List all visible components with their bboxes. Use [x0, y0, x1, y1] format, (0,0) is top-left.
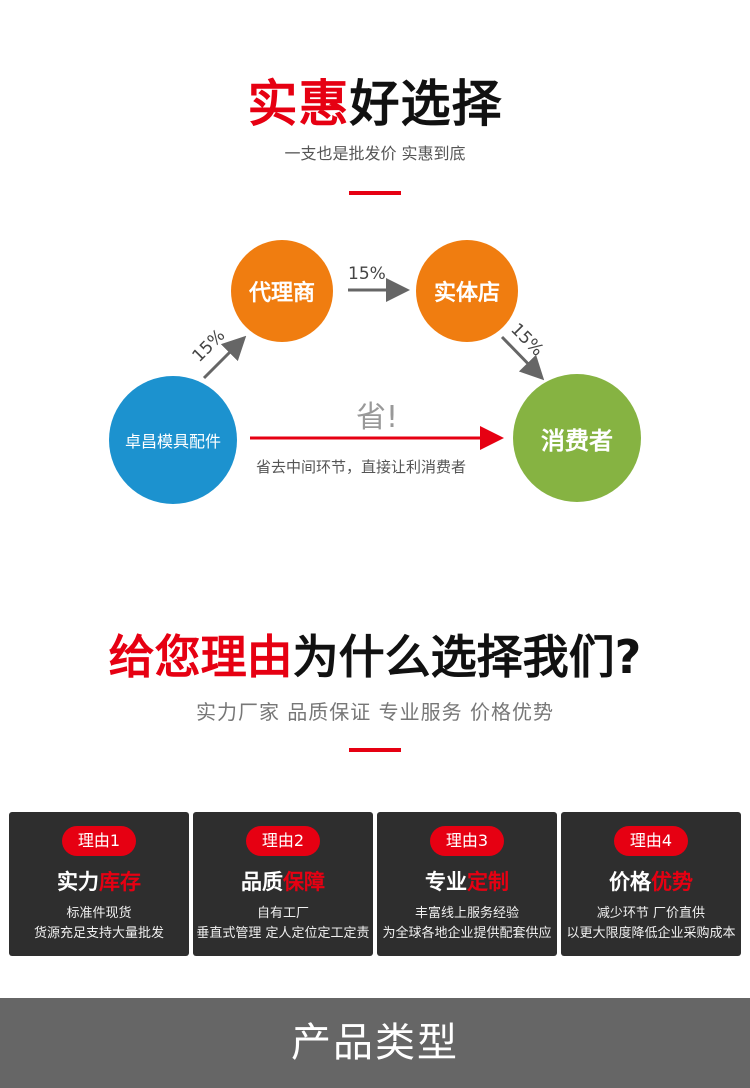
reason-title-white: 价格: [609, 870, 651, 894]
node-consumer: 消费者: [513, 374, 641, 502]
section2-title: 给您理由为什么选择我们?: [0, 626, 750, 688]
node-brand: 卓昌模具配件: [109, 376, 237, 504]
product-type-banner: 产品类型: [0, 998, 750, 1088]
reason-title: 价格优势: [561, 868, 741, 896]
reason-line: 丰富线上服务经验: [414, 906, 519, 921]
arrow-brand-to-agent: [202, 335, 247, 380]
reason-card: 理由1 实力库存 标准件现货 货源充足支持大量批发: [9, 812, 189, 956]
reason-title: 实力库存: [9, 868, 189, 896]
section2-title-black: 为什么选择我们?: [292, 630, 642, 684]
reason-title: 品质保障: [193, 868, 373, 896]
reason-tag: 理由4: [614, 826, 688, 856]
reason-title-red: 定制: [467, 870, 509, 894]
section1-subtitle: 一支也是批发价 实惠到底: [284, 144, 466, 163]
save-label: 省!: [356, 400, 399, 435]
node-agent: 代理商: [231, 240, 333, 342]
reason-line: 垂直式管理 定人定位定工定责: [196, 926, 370, 941]
section1-divider: [349, 191, 401, 195]
reason-line: 自有工厂: [256, 906, 309, 921]
reason-title-white: 实力: [57, 870, 99, 894]
reason-title: 专业定制: [377, 868, 557, 896]
section2-subtitle: 实力厂家 品质保证 专业服务 价格优势: [195, 700, 555, 724]
reason-card: 理由4 价格优势 减少环节 厂价直供 以更大限度降低企业采购成本: [561, 812, 741, 956]
percent-agent-store: 15%: [348, 264, 386, 284]
section2-title-red: 给您理由: [108, 630, 293, 684]
reason-title-red: 库存: [99, 870, 141, 894]
reason-title-red: 优势: [651, 870, 693, 894]
reason-line: 以更大限度降低企业采购成本: [566, 926, 736, 941]
reason-title-red: 保障: [283, 870, 325, 894]
section2-divider: [349, 748, 401, 752]
reason-line: 标准件现货: [66, 906, 132, 921]
section1-title-red: 实惠: [247, 75, 350, 133]
reason-line: 货源充足支持大量批发: [33, 926, 164, 941]
save-description: 省去中间环节，直接让利消费者: [256, 458, 467, 476]
reason-title-white: 品质: [241, 870, 283, 894]
reason-title-white: 专业: [425, 870, 467, 894]
reason-tag: 理由2: [246, 826, 320, 856]
reason-tag: 理由1: [62, 826, 136, 856]
reason-line: 为全球各地企业提供配套供应: [382, 926, 552, 941]
reason-line: 减少环节 厂价直供: [596, 906, 706, 921]
section1-title: 实惠好选择: [0, 72, 750, 136]
arrow-store-to-consumer: [500, 335, 545, 381]
node-store: 实体店: [416, 240, 518, 342]
reason-tag: 理由3: [430, 826, 504, 856]
section1-title-black: 好选择: [349, 75, 503, 133]
reason-card: 理由3 专业定制 丰富线上服务经验 为全球各地企业提供配套供应: [377, 812, 557, 956]
reason-card: 理由2 品质保障 自有工厂 垂直式管理 定人定位定工定责: [193, 812, 373, 956]
